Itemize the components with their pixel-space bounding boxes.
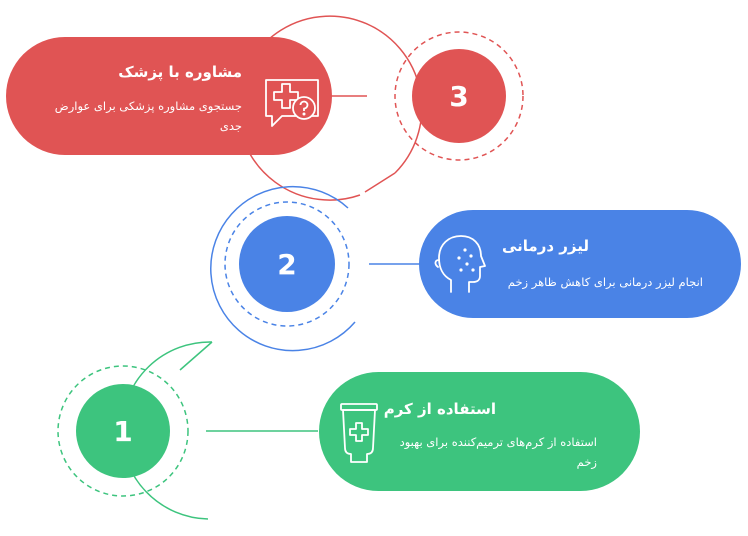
dashed-ring-step-2 [224, 201, 350, 327]
connector-2-1 [179, 341, 213, 371]
ring-step-2 [210, 185, 356, 352]
cream-tube-icon [340, 403, 378, 463]
medical-consult-icon [265, 79, 319, 127]
step-description-1: استفاده از کرم‌های ترمیم‌کننده برای بهبو… [399, 435, 597, 469]
step-card-1: استفاده از کرم استفاده از کرم‌های ترمیم‌… [319, 372, 640, 491]
step-description-2: انجام لیزر درمانی برای کاهش ظاهر زخم [507, 275, 703, 289]
step-card-3: مشاوره با پزشک جستجوی مشاوره پزشکی برای … [6, 37, 332, 155]
step-title-1: استفاده از کرم [383, 400, 496, 418]
face-laser-icon [434, 235, 486, 293]
step-description-3: جستجوی مشاوره پزشکی برای عوارض جدی [54, 99, 242, 133]
step-number-3: 3 [412, 49, 506, 143]
step-title-2: لیزر درمانی [501, 237, 589, 255]
dashed-ring-step-1 [57, 365, 189, 497]
step-number-2: 2 [239, 216, 335, 312]
dashed-ring-step-3 [394, 31, 524, 161]
connector-3-2 [364, 172, 396, 193]
step-card-2: لیزر درمانی انجام لیزر درمانی برای کاهش … [419, 210, 741, 318]
step-number-1: 1 [76, 384, 170, 478]
step-title-3: مشاوره با پزشک [118, 63, 242, 81]
